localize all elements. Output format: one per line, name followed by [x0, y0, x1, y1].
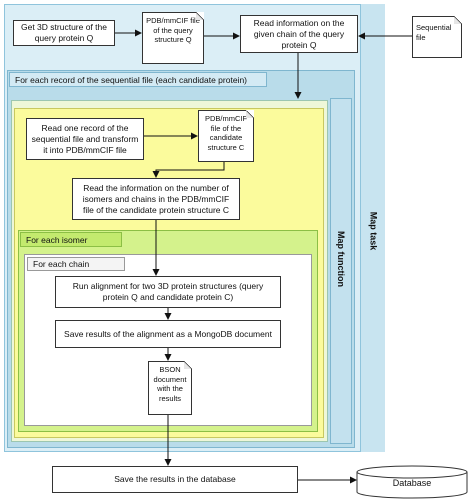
- map-function-strip: [330, 98, 352, 444]
- get-structure-box: Get 3D structure of the query protein Q: [13, 20, 115, 46]
- read-isomers-box: Read the information on the number of is…: [72, 178, 240, 220]
- map-task-strip: [360, 4, 385, 452]
- for-each-record-label: For each record of the sequential file (…: [9, 72, 267, 87]
- read-chain-box: Read information on the given chain of t…: [240, 15, 358, 53]
- for-each-chain-label: For each chain: [27, 257, 125, 271]
- pdb-candidate-doc: PDB/mmCIF file of the candidate structur…: [198, 110, 254, 162]
- database-label: Database: [392, 478, 432, 488]
- pdb-query-doc: PDB/mmCIF file of the query structure Q: [142, 12, 204, 64]
- sequential-file-doc: Sequential file: [412, 16, 462, 58]
- map-task-label: Map task: [367, 211, 378, 251]
- save-mongo-box: Save results of the alignment as a Mongo…: [55, 320, 281, 348]
- map-function-label: Map function: [336, 231, 346, 287]
- read-record-box: Read one record of the sequential file a…: [26, 118, 144, 160]
- database-cylinder: [356, 465, 468, 499]
- for-each-isomer-label: For each isomer: [20, 232, 122, 247]
- bson-doc: BSON document with the results: [148, 361, 192, 415]
- run-alignment-box: Run alignment for two 3D protein structu…: [55, 276, 281, 308]
- save-db-box: Save the results in the database: [52, 466, 298, 493]
